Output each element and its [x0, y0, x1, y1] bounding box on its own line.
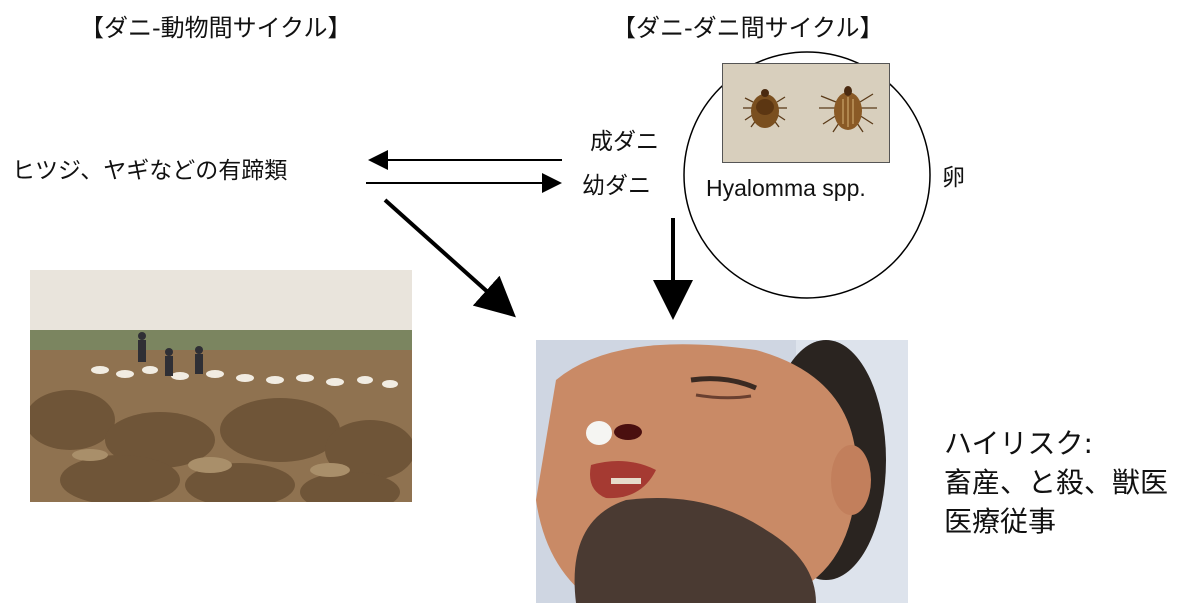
herd-photo — [30, 270, 412, 502]
high-risk-line1: 畜産、と殺、獣医 — [944, 465, 1168, 501]
species-label: Hyalomma spp. — [706, 177, 866, 200]
high-risk-title: ハイリスク: — [944, 426, 1093, 462]
patient-photo — [536, 340, 908, 603]
tick-photo — [722, 63, 890, 163]
cotton-swab-icon — [586, 421, 612, 445]
high-risk-line2: 医療従事 — [944, 504, 1056, 540]
